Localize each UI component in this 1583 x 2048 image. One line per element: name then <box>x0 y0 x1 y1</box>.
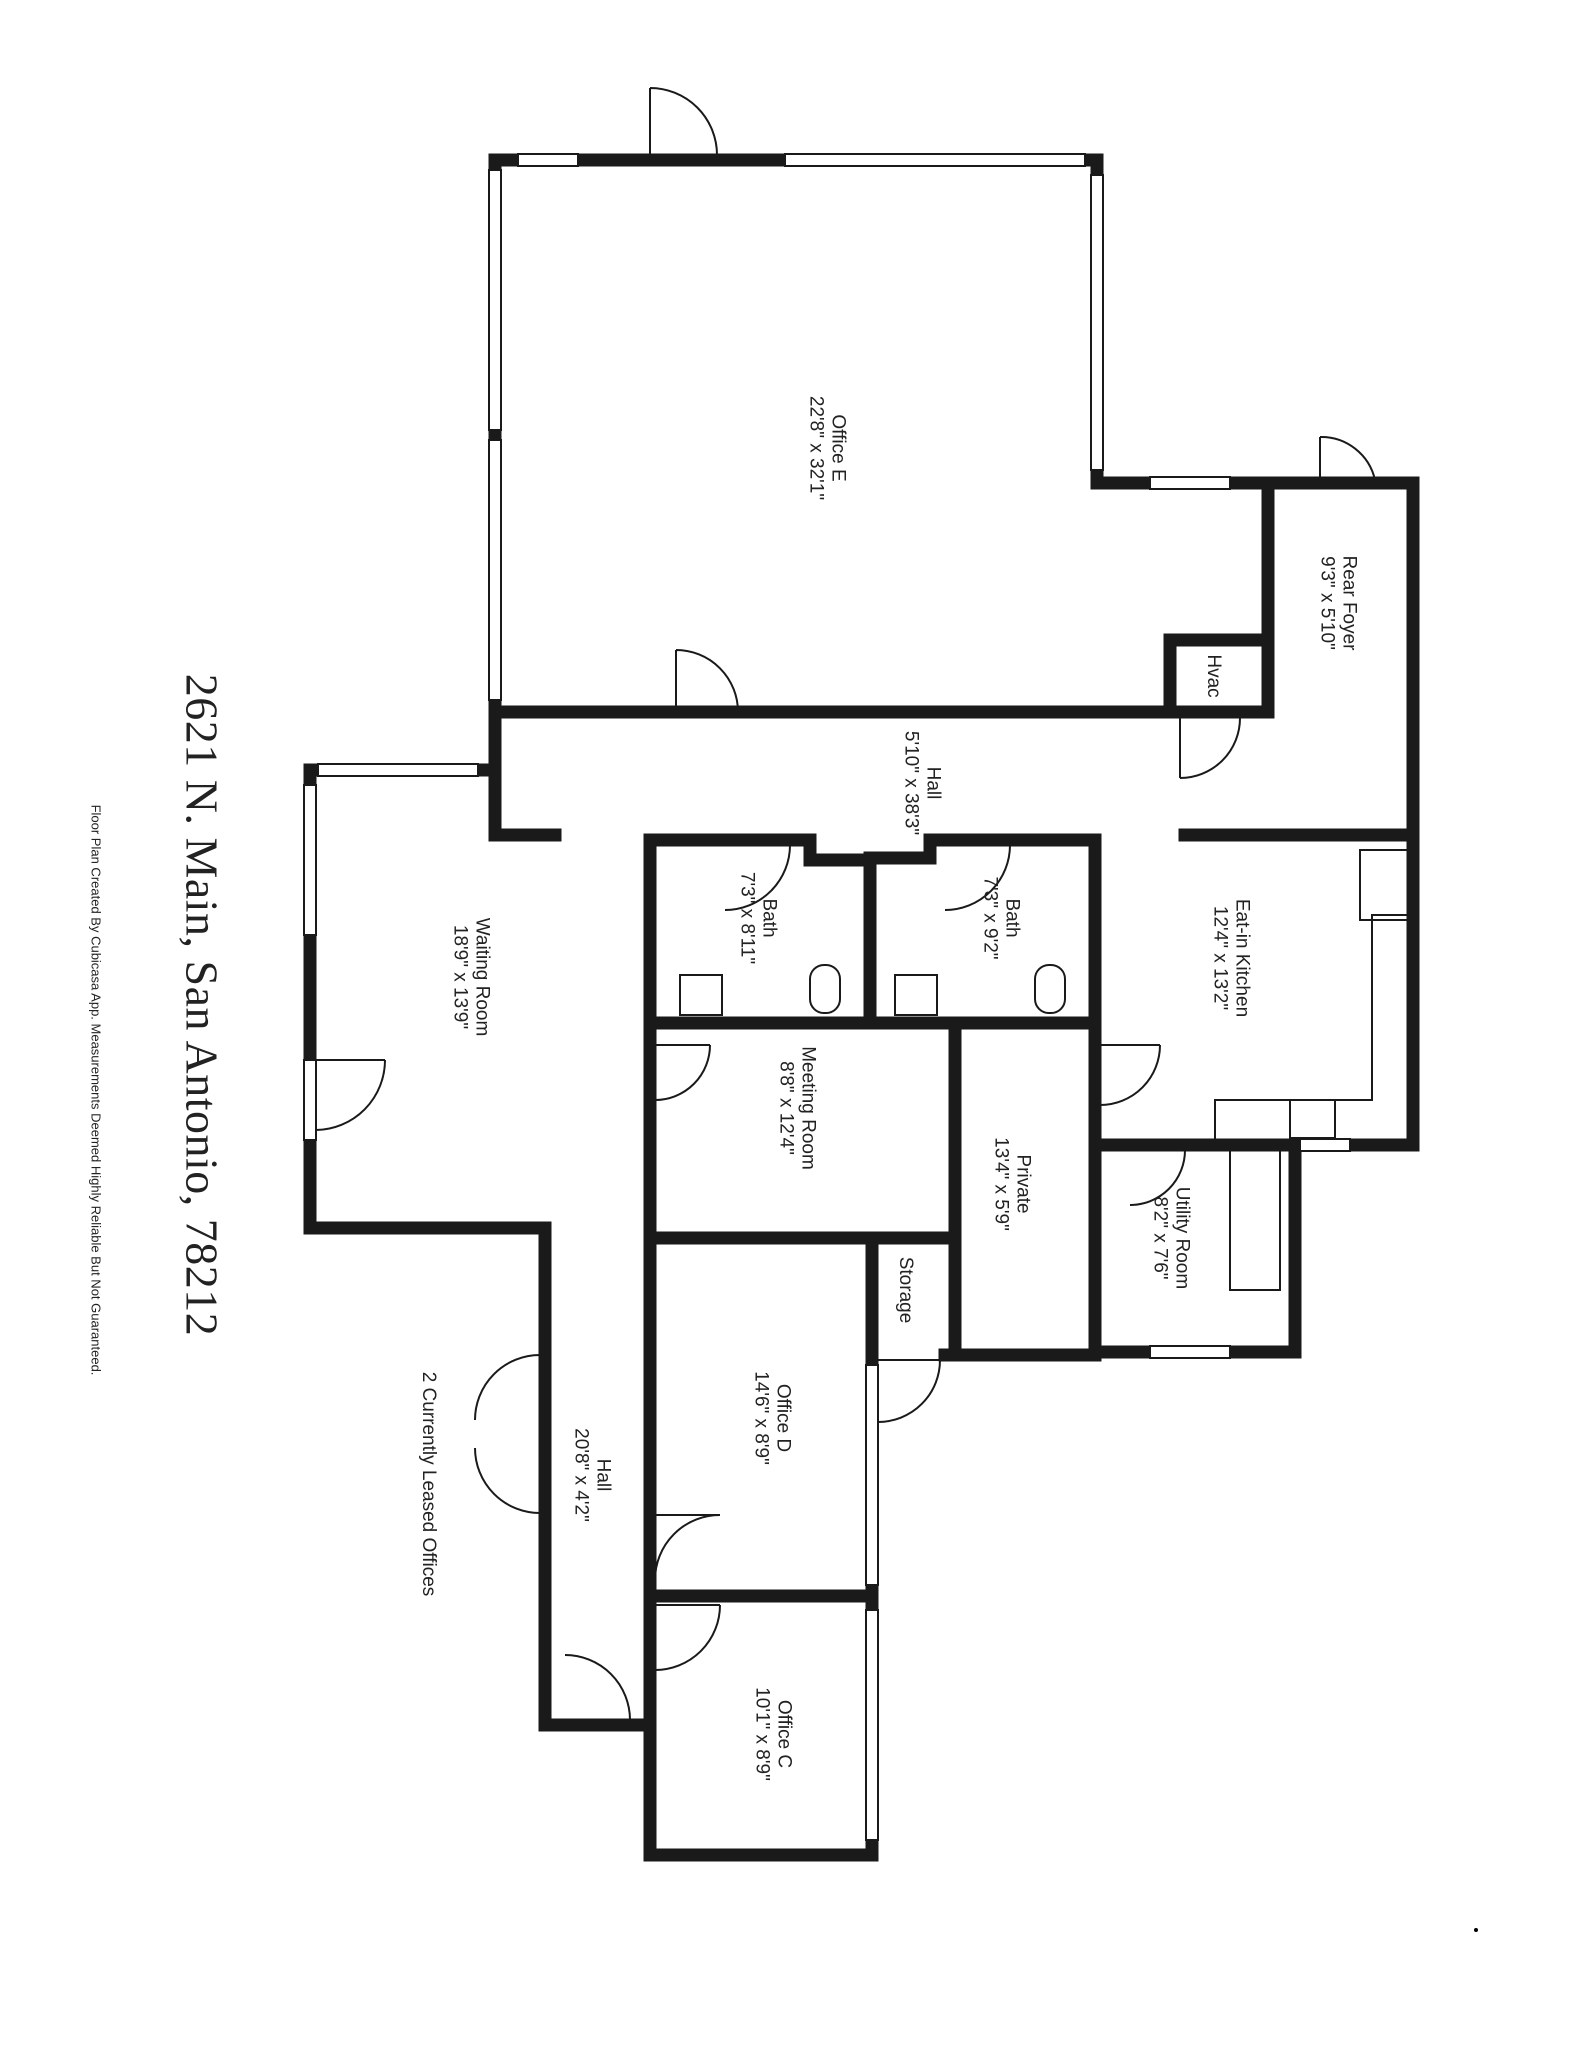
utility-wall <box>1093 1138 1302 1359</box>
room-name: Bath <box>1001 898 1023 938</box>
room-waiting: Waiting Room 18'9" x 13'9" <box>448 917 493 1037</box>
room-name: Meeting Room <box>797 1046 819 1170</box>
room-size: 7'3" x 8'11" <box>736 871 757 965</box>
window <box>488 439 502 701</box>
room-utility: Utility Room 8'2" x 7'6" <box>1148 1186 1193 1290</box>
room-meeting: Meeting Room 8'8" x 12'4" <box>774 1046 819 1170</box>
room-name: Utility Room <box>1171 1186 1193 1290</box>
shelf <box>1229 1149 1281 1291</box>
counter <box>1214 914 1407 1140</box>
room-name: Hall <box>922 766 944 800</box>
room-office-d: Office D 14'6" x 8'9" <box>749 1371 794 1465</box>
sink <box>679 974 723 1016</box>
room-name: Hvac <box>1203 654 1225 698</box>
window <box>1090 174 1104 471</box>
door-swing <box>1099 1044 1161 1106</box>
hvac-wall <box>1163 633 1275 719</box>
room-name: Office E <box>827 414 849 482</box>
room-name: Office C <box>773 1699 795 1769</box>
sink <box>894 974 938 1016</box>
window <box>303 1059 317 1141</box>
counter <box>1359 849 1411 921</box>
door-swing <box>1179 717 1241 779</box>
window <box>865 1609 879 1841</box>
leased-offices-note: 2 Currently Leased Offices <box>418 1371 439 1597</box>
door-swing <box>474 1354 541 1421</box>
room-name: Waiting Room <box>471 917 493 1037</box>
room-name: Office D <box>772 1383 794 1453</box>
room-name: Private <box>1012 1154 1034 1214</box>
room-hvac: Hvac <box>1202 654 1224 697</box>
window <box>517 153 579 167</box>
room-bath-left: Bath 7'3" x 8'11" <box>735 871 780 965</box>
bath-block-left <box>643 833 879 1862</box>
door-swing <box>1129 1149 1186 1206</box>
toilet <box>809 964 841 1014</box>
kitchen-right <box>1288 828 1420 1152</box>
door-swing <box>877 1359 941 1423</box>
room-size: 8'2" x 7'6" <box>1149 1196 1170 1280</box>
room-size: 7'3" x 9'2" <box>979 876 1000 960</box>
room-hall-lower: Hall 20'8" x 4'2" <box>569 1428 614 1522</box>
window <box>488 169 502 431</box>
room-rear-foyer: Rear Foyer 9'3" x 5'10" <box>1315 555 1360 651</box>
room-name: Eat-in Kitchen <box>1231 898 1253 1018</box>
property-address-title: 2621 N. Main, San Antonio, 78212 <box>176 673 228 1337</box>
room-hall-main: Hall 5'10" x 38'3" <box>899 730 944 836</box>
door-swing <box>944 844 1011 911</box>
room-size: 5'10" x 38'3" <box>900 730 921 836</box>
waiting-room-wall <box>303 763 652 1732</box>
window <box>1299 1138 1351 1152</box>
sink <box>1289 1099 1336 1139</box>
window <box>317 763 479 777</box>
room-size: 18'9" x 13'9" <box>449 924 470 1030</box>
room-size: 13'4" x 5'9" <box>990 1137 1011 1231</box>
room-private: Private 13'4" x 5'9" <box>989 1137 1034 1231</box>
room-office-c: Office C 10'1" x 8'9" <box>750 1687 795 1781</box>
door-swing <box>649 87 718 156</box>
footer-disclaimer: Floor Plan Created By Cubicasa App. Meas… <box>88 804 104 1376</box>
room-size: 22'8" x 32'1" <box>805 395 826 501</box>
room-bath-right: Bath 7'3" x 9'2" <box>978 876 1023 960</box>
door-swing <box>724 844 791 911</box>
hall-bottom-wall-left <box>488 705 562 842</box>
room-name: Bath <box>758 898 780 938</box>
door-swing <box>675 649 739 713</box>
room-name: Hall <box>592 1458 614 1492</box>
door-swing <box>1319 435 1376 481</box>
room-kitchen: Eat-in Kitchen 12'4" x 13'2" <box>1208 898 1253 1018</box>
room-storage: Storage <box>894 1257 916 1324</box>
window <box>303 784 317 936</box>
room-size: 14'6" x 8'9" <box>750 1371 771 1465</box>
window <box>784 153 1086 167</box>
door-swing <box>654 1044 711 1101</box>
room-size: 20'8" x 4'2" <box>570 1428 591 1522</box>
door-swing <box>654 1604 721 1671</box>
room-size: 12'4" x 13'2" <box>1209 905 1230 1011</box>
door-swing <box>564 1654 631 1721</box>
room-size: 10'1" x 8'9" <box>751 1687 772 1781</box>
room-office-e: Office E 22'8" x 32'1" <box>804 395 849 501</box>
room-size: 9'3" x 5'10" <box>1316 556 1337 650</box>
door-swing <box>474 1447 541 1514</box>
window <box>1149 1345 1231 1359</box>
door-swing <box>654 1514 721 1581</box>
window <box>1149 476 1231 490</box>
room-size: 8'8" x 12'4" <box>775 1061 796 1155</box>
door-swing <box>315 1059 386 1131</box>
toilet <box>1034 964 1066 1014</box>
room-name: Storage <box>895 1256 917 1324</box>
office-e-wall <box>488 153 1420 837</box>
page-mark <box>1474 1928 1478 1932</box>
room-name: Rear Foyer <box>1338 555 1360 651</box>
window <box>865 1364 879 1586</box>
